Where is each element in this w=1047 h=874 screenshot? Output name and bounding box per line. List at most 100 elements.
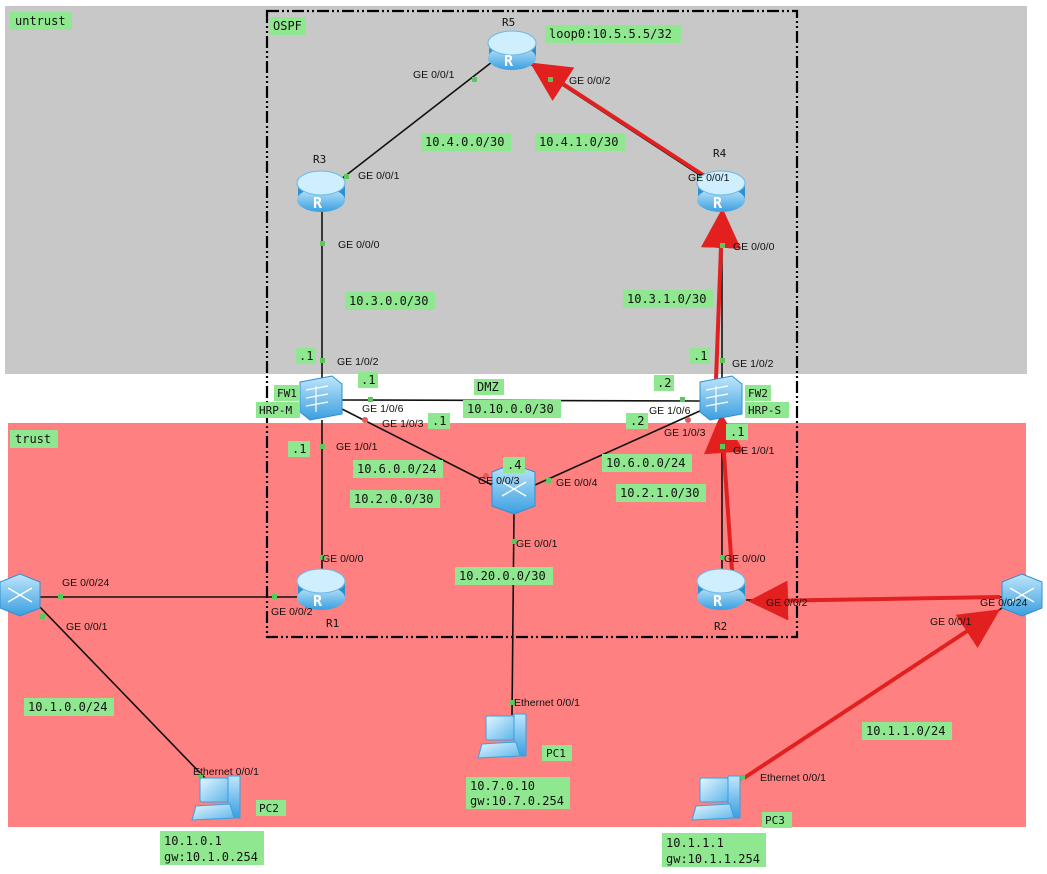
switch-left[interactable] bbox=[0, 573, 41, 617]
device-label-r5: R5 bbox=[502, 16, 515, 29]
port-fw1-g103: GE 1/0/3 bbox=[382, 418, 424, 430]
port-sw-g003: GE 0/0/3 bbox=[478, 475, 520, 487]
fw2-role-bg bbox=[745, 402, 789, 418]
label-sw-ip: .4 bbox=[507, 458, 521, 472]
port-r4-g000: GE 0/0/0 bbox=[733, 241, 775, 253]
device-label-fw2-role: HRP-S bbox=[748, 404, 781, 417]
device-label-fw2: FW2 bbox=[748, 387, 768, 400]
port-r2-g002: GE 0/0/2 bbox=[766, 597, 808, 609]
pc-pc1[interactable] bbox=[477, 713, 527, 759]
label-net-r4-fw2: 10.3.1.0/30 bbox=[627, 292, 706, 306]
label-pc2-ip: 10.1.0.1 bbox=[164, 834, 222, 848]
network-labels: loop0:10.5.5.5/32 10.4.0.0/30 10.4.1.0/3… bbox=[24, 25, 952, 867]
device-label-fw1-role: HRP-M bbox=[259, 404, 292, 417]
label-pc2-gw: gw:10.1.0.254 bbox=[164, 850, 258, 864]
trust-label-bg bbox=[10, 430, 58, 448]
port-rsw-g001: GE 0/0/1 bbox=[930, 616, 972, 628]
link-fw2-sw[interactable] bbox=[534, 409, 703, 486]
pc2-name-bg bbox=[256, 800, 286, 816]
switch-right[interactable] bbox=[1001, 573, 1043, 617]
port-sw-g001: GE 0/0/1 bbox=[516, 538, 558, 550]
port-pc3-eth: Ethernet 0/0/1 bbox=[760, 772, 826, 784]
router-r1[interactable]: R bbox=[296, 568, 346, 610]
port-fw2-g101: GE 1/0/1 bbox=[733, 445, 775, 457]
label-net-r5-r4: 10.4.1.0/30 bbox=[539, 135, 618, 149]
ospf-label: OSPF bbox=[273, 19, 302, 33]
router-r2[interactable]: R bbox=[696, 568, 746, 610]
router-r5-glyph: R bbox=[504, 52, 514, 70]
port-sw-g004: GE 0/0/4 bbox=[556, 477, 598, 489]
label-fw2-g101-ip: .1 bbox=[730, 425, 744, 439]
firewall-fw1-icon bbox=[305, 385, 329, 412]
label-net-fw2-r2: 10.2.1.0/30 bbox=[620, 486, 699, 500]
device-label-r1: R1 bbox=[326, 617, 339, 630]
link-r5-r3[interactable] bbox=[339, 61, 493, 181]
label-net-r5-r3: 10.4.0.0/30 bbox=[425, 135, 504, 149]
device-label-pc3: PC3 bbox=[765, 814, 785, 827]
pc1-name-bg bbox=[542, 745, 572, 761]
device-label-r3: R3 bbox=[313, 153, 326, 166]
untrust-label-bg bbox=[10, 12, 72, 30]
label-net-fw2-sw: 10.6.0.0/24 bbox=[606, 456, 685, 470]
router-r4-glyph: R bbox=[713, 194, 723, 212]
label-fw1-g102-ip: .1 bbox=[299, 349, 313, 363]
label-fw1-g103-ip: .1 bbox=[432, 414, 446, 428]
port-fw1-g106: GE 1/0/6 bbox=[362, 403, 404, 415]
router-r4[interactable]: R bbox=[696, 170, 746, 212]
firewall-fw2[interactable] bbox=[699, 375, 743, 421]
label-fw2-g102-ip: .1 bbox=[693, 349, 707, 363]
link-lsw-pc2[interactable] bbox=[37, 604, 206, 779]
port-r1-g002: GE 0/0/2 bbox=[271, 606, 313, 618]
flow-r4-r5-arrow bbox=[529, 62, 722, 188]
device-label-r2: R2 bbox=[714, 620, 727, 633]
untrust-label: untrust bbox=[15, 14, 66, 28]
port-fw1-g101: GE 1/0/1 bbox=[336, 441, 378, 453]
label-fw2-g103-ip: .2 bbox=[630, 414, 644, 428]
router-r3-glyph: R bbox=[313, 194, 323, 212]
firewall-fw1[interactable] bbox=[299, 375, 343, 421]
label-pc1-gw: gw:10.7.0.254 bbox=[470, 794, 564, 808]
flow-rsw-r2-arrow bbox=[748, 580, 1001, 621]
pc-pc2[interactable] bbox=[191, 775, 241, 821]
port-fw2-g106: GE 1/0/6 bbox=[649, 405, 691, 417]
fw1-name-bg bbox=[274, 385, 300, 401]
label-net-dmz: 10.10.0.0/30 bbox=[467, 402, 554, 416]
port-r3-g000: GE 0/0/0 bbox=[338, 239, 380, 251]
label-net-left-pc2: 10.1.0.0/24 bbox=[28, 700, 107, 714]
port-pc1-eth: Ethernet 0/0/1 bbox=[514, 697, 580, 709]
port-lsw-g001: GE 0/0/1 bbox=[66, 621, 108, 633]
router-r2-glyph: R bbox=[713, 592, 723, 610]
pc-pc3[interactable] bbox=[691, 775, 741, 821]
trust-label: trust bbox=[15, 432, 51, 446]
label-net-fw1-sw: 10.6.0.0/24 bbox=[357, 462, 436, 476]
label-pc3-ip: 10.1.1.1 bbox=[666, 836, 724, 850]
pc3-name-bg bbox=[762, 812, 792, 828]
device-label-pc1: PC1 bbox=[546, 747, 566, 760]
port-r4-g001: GE 0/0/1 bbox=[688, 172, 730, 184]
device-label-fw1: FW1 bbox=[277, 387, 297, 400]
fw1-role-bg bbox=[256, 402, 300, 418]
link-sw-pc1[interactable] bbox=[511, 511, 515, 716]
port-fw1-g102: GE 1/0/2 bbox=[337, 356, 379, 368]
label-pc3-gw: gw:10.1.1.254 bbox=[666, 852, 760, 866]
switch-core-icon bbox=[501, 481, 527, 497]
router-r3[interactable]: R bbox=[296, 170, 346, 212]
flow-pc3-rsw-arrow bbox=[742, 609, 1001, 780]
port-r1-g000: GE 0/0/0 bbox=[322, 553, 364, 565]
switch-left-icon bbox=[7, 587, 33, 603]
port-r3-g001: GE 0/0/1 bbox=[358, 170, 400, 182]
port-r5-g001: GE 0/0/1 bbox=[413, 69, 455, 81]
label-net-r3-fw1: 10.3.0.0/30 bbox=[349, 294, 428, 308]
label-dmz: DMZ bbox=[477, 380, 499, 394]
device-label-r4: R4 bbox=[713, 147, 727, 160]
port-lsw-g0024: GE 0/0/24 bbox=[62, 577, 109, 589]
ospf-label-bg bbox=[270, 17, 306, 35]
router-r5[interactable]: R bbox=[487, 30, 537, 70]
port-labels: GE 0/0/1 GE 0/0/2 GE 0/0/1 GE 0/0/0 GE 0… bbox=[62, 69, 1027, 784]
label-net-fw1-r1: 10.2.0.0/30 bbox=[354, 492, 433, 506]
label-pc1-ip: 10.7.0.10 bbox=[470, 779, 535, 793]
switch-right-icon bbox=[1009, 587, 1035, 603]
label-r5-loopback: loop0:10.5.5.5/32 bbox=[549, 27, 672, 41]
label-fw2-g106-ip: .2 bbox=[657, 376, 671, 390]
